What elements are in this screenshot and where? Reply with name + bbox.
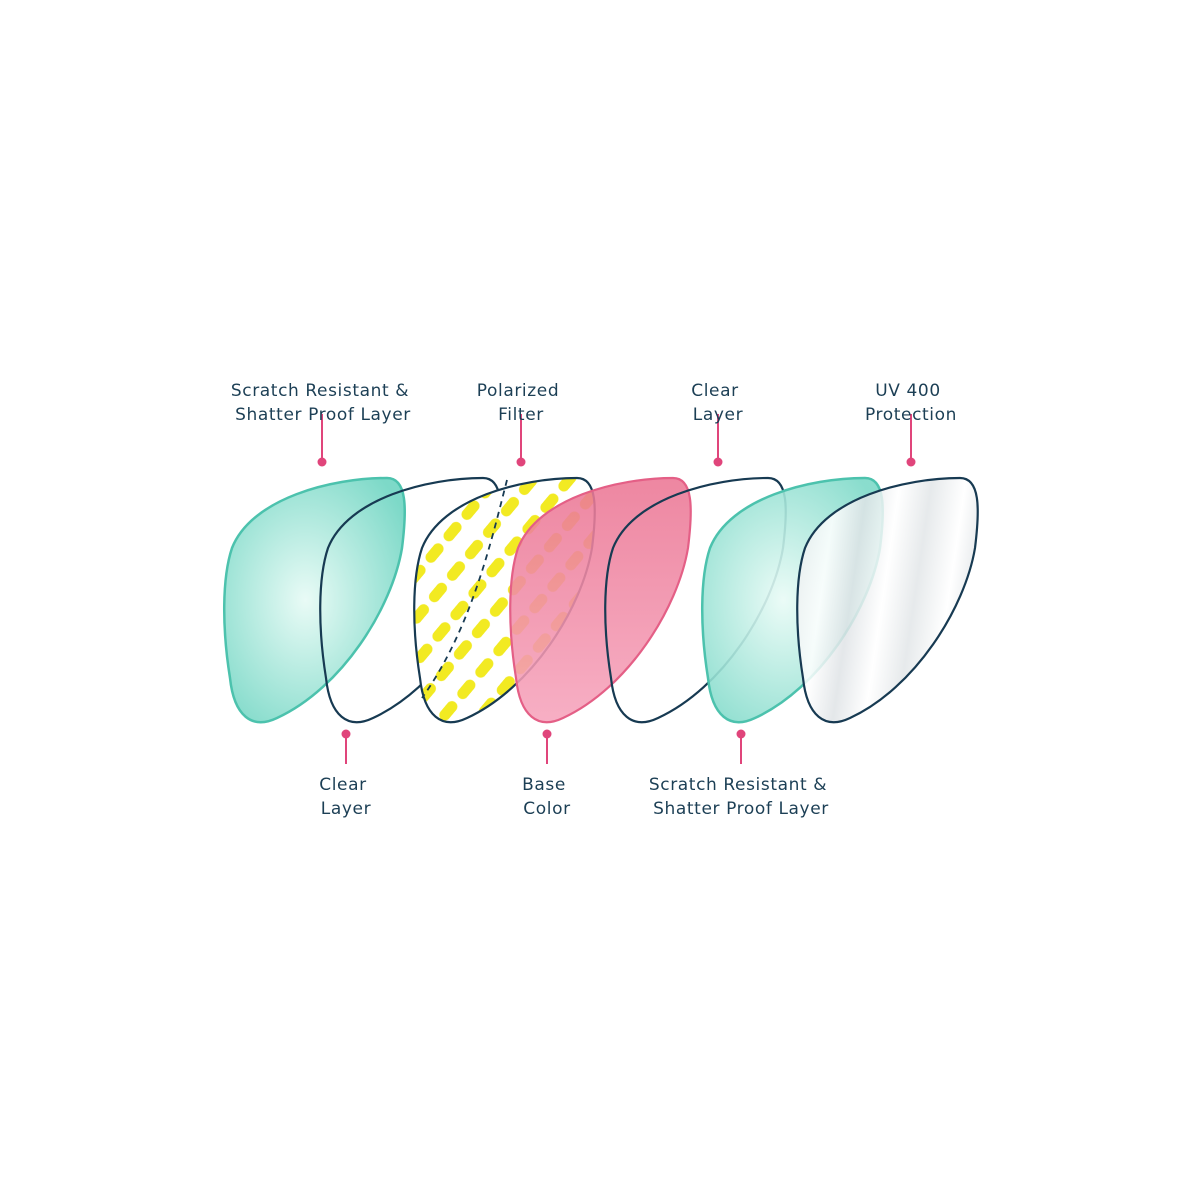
label-bottom-base-color-line2: Color	[523, 799, 570, 819]
label-top-uv400-line1: UV 400	[875, 381, 941, 401]
pointer-bottom-base-color	[542, 729, 552, 764]
label-bottom-base-color: Base Color	[522, 775, 572, 819]
lens-scratch-resistant-front	[222, 476, 407, 724]
lens-3-dashed-line	[421, 479, 508, 699]
label-top-polarized-line2: Filter	[498, 405, 544, 425]
label-top-uv400: UV 400 Protection	[865, 381, 957, 425]
label-top-polarized-line1: Polarized	[477, 381, 559, 401]
label-top-scratch-line1: Scratch Resistant &	[231, 381, 409, 401]
lens-1-fill	[224, 478, 405, 723]
pointer-bottom-clear	[341, 729, 351, 764]
label-bottom-base-color-line1: Base	[522, 775, 566, 795]
label-top-scratch-line2: Shatter Proof Layer	[235, 405, 411, 425]
pointer-top-polarized	[516, 414, 526, 467]
label-bottom-clear: Clear Layer	[319, 775, 372, 819]
pointer-top-scratch	[317, 414, 327, 467]
label-bottom-scratch: Scratch Resistant & Shatter Proof Layer	[649, 775, 833, 819]
pointer-bottom-scratch	[736, 729, 746, 764]
label-top-clear-line1: Clear	[691, 381, 738, 401]
label-bottom-clear-line1: Clear	[319, 775, 366, 795]
label-top-polarized: Polarized Filter	[477, 381, 566, 425]
label-top-clear-line2: Layer	[693, 405, 743, 425]
label-top-uv400-line2: Protection	[865, 405, 957, 425]
pointer-top-clear	[713, 414, 723, 467]
label-bottom-clear-line2: Layer	[321, 799, 371, 819]
label-top-scratch: Scratch Resistant & Shatter Proof Layer	[231, 381, 415, 425]
label-bottom-scratch-line2: Shatter Proof Layer	[653, 799, 829, 819]
label-top-clear: Clear Layer	[691, 381, 744, 425]
label-bottom-scratch-line1: Scratch Resistant &	[649, 775, 827, 795]
pointer-top-uv400	[906, 414, 916, 467]
